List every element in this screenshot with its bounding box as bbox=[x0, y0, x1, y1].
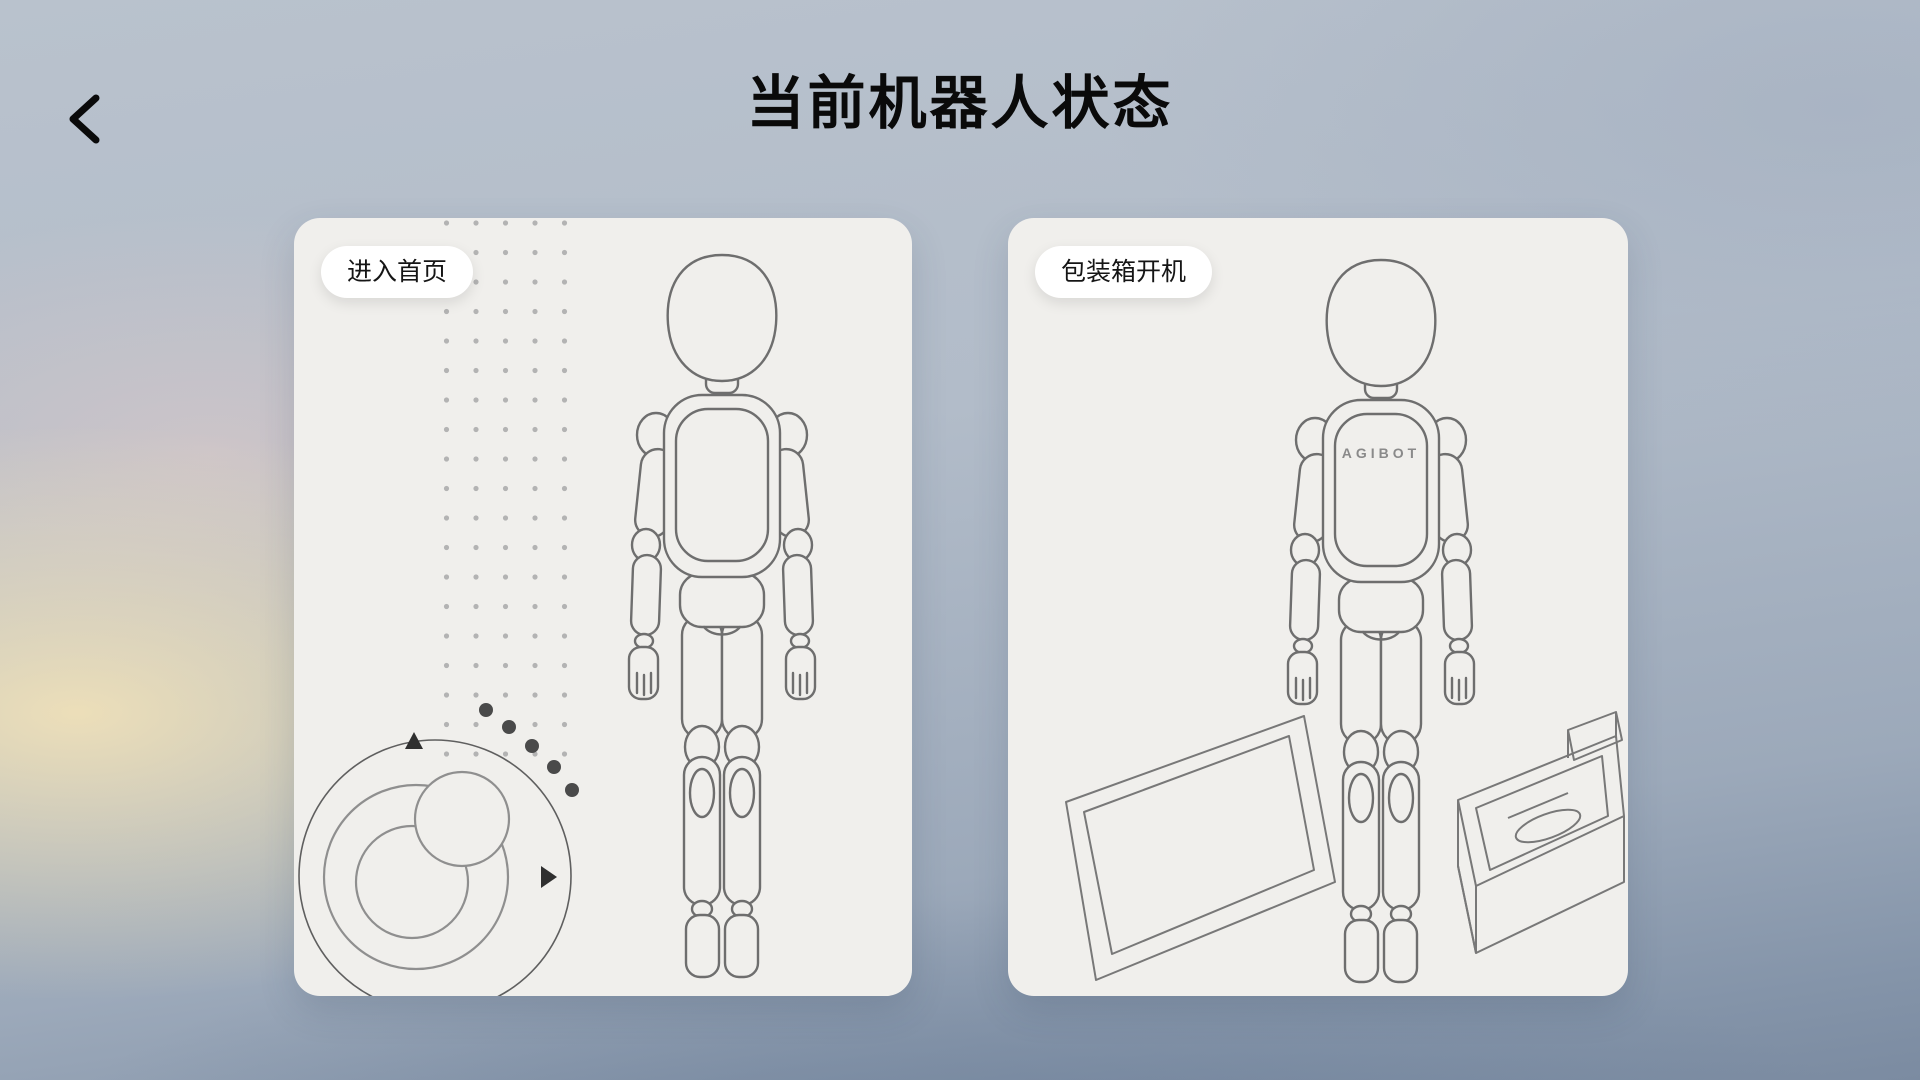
card-box-poweron[interactable]: 包装箱开机 AGIBOT bbox=[1008, 218, 1628, 996]
brand-text: AGIBOT bbox=[1342, 445, 1420, 461]
badge-box-poweron[interactable]: 包装箱开机 bbox=[1035, 246, 1213, 298]
arrow-right-icon bbox=[541, 866, 557, 888]
page-title: 当前机器人状态 bbox=[746, 71, 1174, 136]
robot-unboxing-illustration: AGIBOT bbox=[1065, 258, 1625, 984]
joystick-dial bbox=[298, 732, 572, 996]
back-button[interactable] bbox=[58, 90, 110, 150]
dot-grid-decoration bbox=[428, 218, 578, 758]
packaging-box bbox=[1065, 711, 1625, 981]
badge-enter-home[interactable]: 进入首页 bbox=[321, 246, 474, 298]
chevron-left-icon bbox=[69, 94, 100, 143]
dot-trail-decoration bbox=[479, 703, 579, 797]
arrow-up-icon bbox=[405, 732, 423, 749]
robot-front-illustration bbox=[298, 218, 817, 996]
card-enter-home[interactable]: 进入首页 bbox=[294, 218, 912, 996]
